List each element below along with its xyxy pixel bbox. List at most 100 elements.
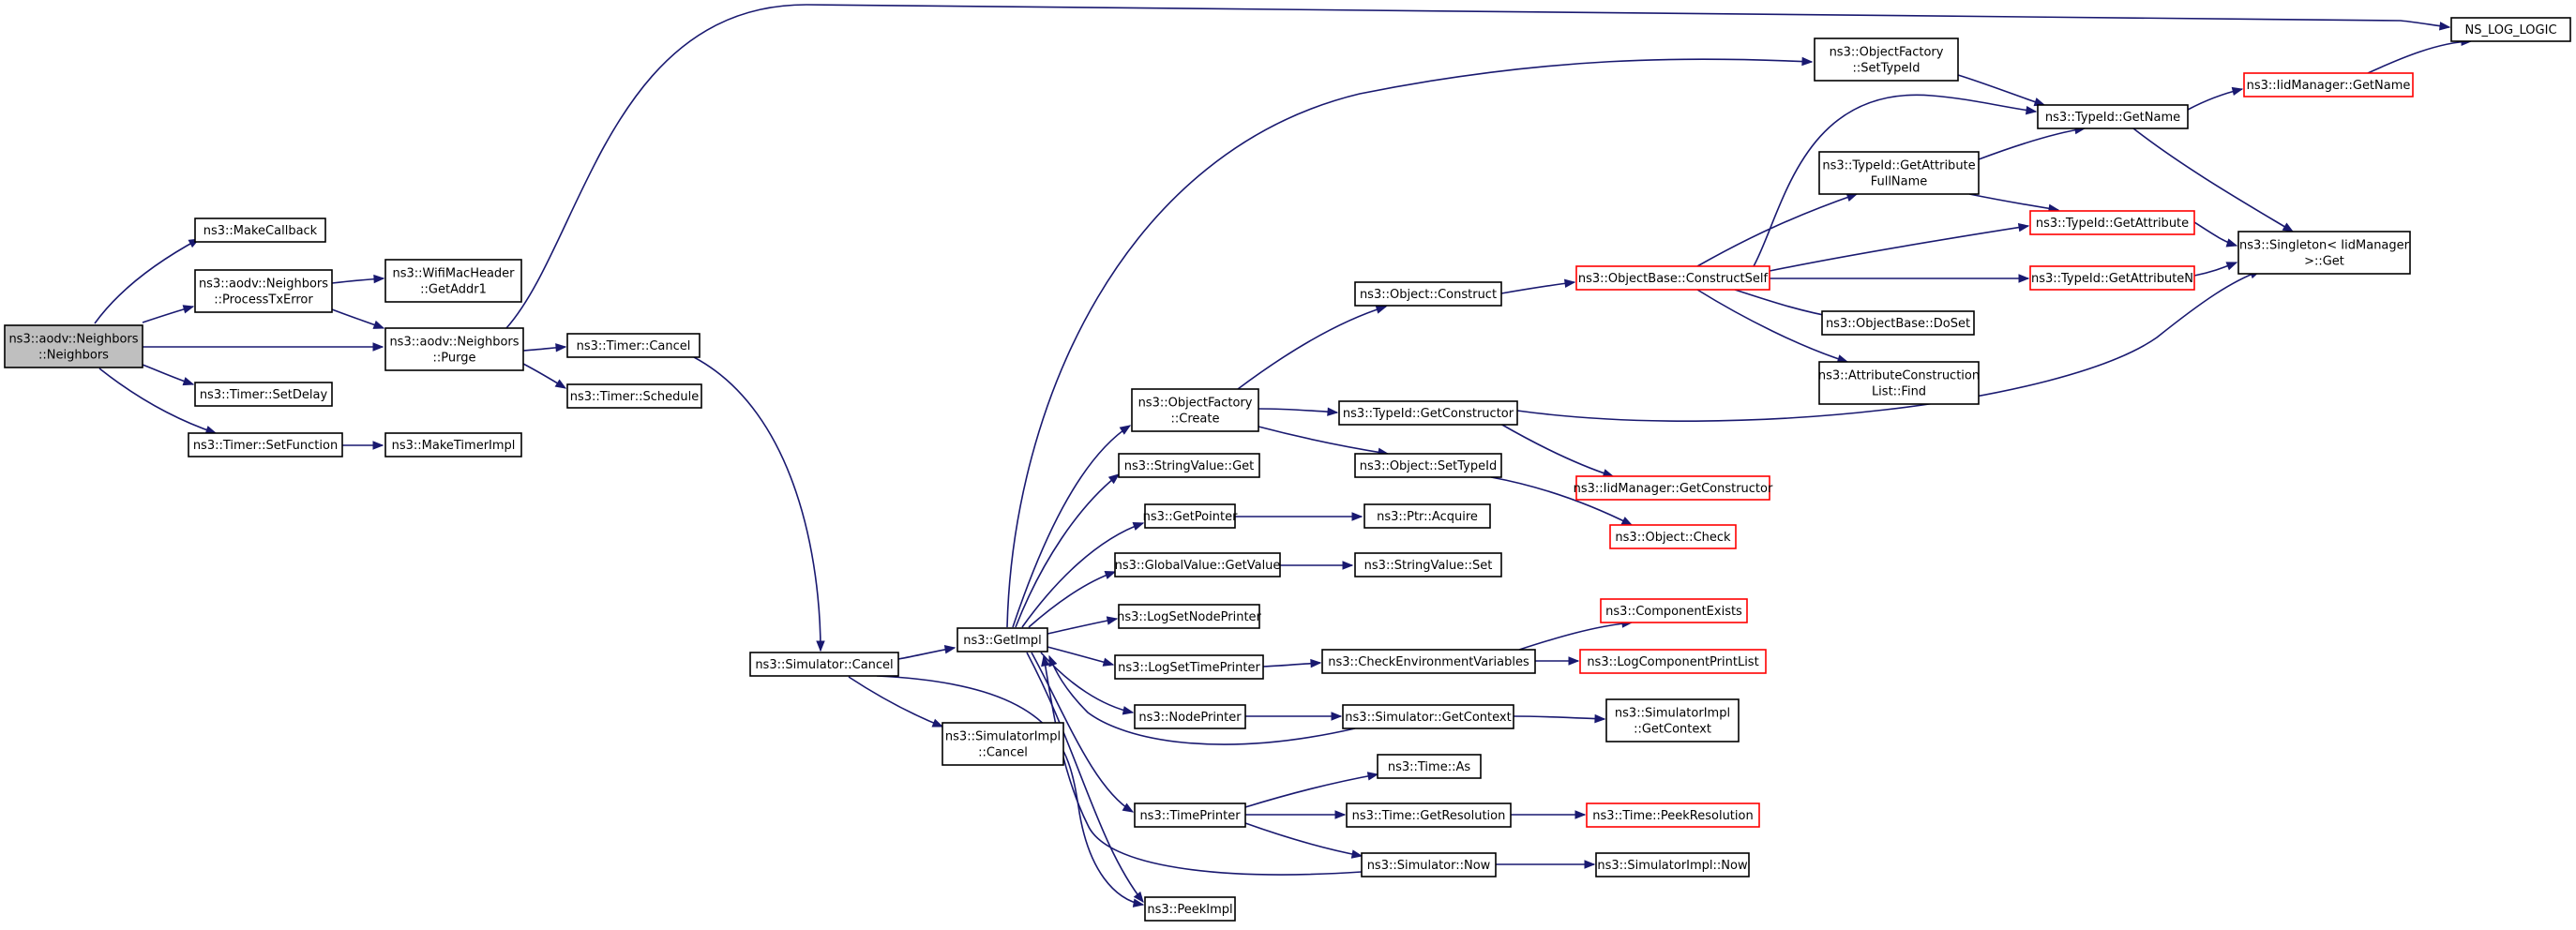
node-checkenv[interactable]: ns3::CheckEnvironmentVariables <box>1321 649 1536 674</box>
node-label: >::Get <box>2304 255 2344 269</box>
node-label: ns3::TypeId::GetAttribute <box>2036 217 2189 231</box>
edge-iidgetname-to-nslog <box>2367 37 2473 74</box>
node-label: ns3::TypeId::GetConstructor <box>1343 407 1514 421</box>
node-timeprinter[interactable]: ns3::TimePrinter <box>1134 802 1246 828</box>
edge-root-to-setdelay <box>142 364 195 386</box>
node-timerschedule[interactable]: ns3::Timer::Schedule <box>566 383 702 409</box>
edge-simgetcontext-to-simimplgetctx <box>1513 713 1606 724</box>
node-obdoset[interactable]: ns3::ObjectBase::DoSet <box>1821 310 1975 336</box>
node-logsettimeprinter[interactable]: ns3::LogSetTimePrinter <box>1114 654 1264 680</box>
edge-getpointer-to-ptracquire <box>1235 512 1363 521</box>
node-simnow[interactable]: ns3::Simulator::Now <box>1361 852 1497 878</box>
node-ofsettypeid[interactable]: ns3::ObjectFactory::SetTypeId <box>1814 38 1959 82</box>
node-processtxerror[interactable]: ns3::aodv::Neighbors::ProcessTxError <box>194 269 333 313</box>
edge-timegetres-to-timepeekres <box>1511 810 1587 819</box>
node-peekimpl[interactable]: ns3::PeekImpl <box>1144 896 1236 922</box>
node-label: ns3::GetImpl <box>963 634 1042 648</box>
node-label: ns3::SimulatorImpl <box>1615 707 1730 721</box>
node-logsetnodeprinter[interactable]: ns3::LogSetNodePrinter <box>1117 604 1262 629</box>
node-logcompprint[interactable]: ns3::LogComponentPrintList <box>1579 649 1767 674</box>
node-obconstructself[interactable]: ns3::ObjectBase::ConstructSelf <box>1575 265 1770 291</box>
node-getimpl[interactable]: ns3::GetImpl <box>957 627 1048 652</box>
node-label: ns3::aodv::Neighbors <box>8 333 138 347</box>
node-setfunction[interactable]: ns3::Timer::SetFunction <box>188 432 343 458</box>
node-tidgetctor[interactable]: ns3::TypeId::GetConstructor <box>1338 400 1518 426</box>
node-setdelay[interactable]: ns3::Timer::SetDelay <box>194 382 333 407</box>
edge-timercancel-to-simcancel <box>693 356 825 652</box>
node-ptracquire[interactable]: ns3::Ptr::Acquire <box>1363 503 1491 529</box>
node-strvalset[interactable]: ns3::StringValue::Set <box>1354 552 1502 578</box>
edge-obconstructself-to-acfind <box>1696 289 1849 364</box>
node-tidgetname[interactable]: ns3::TypeId::GetName <box>2037 104 2189 129</box>
node-label: List::Find <box>1872 385 1926 399</box>
edge-getimpl-to-logsetnodeprinter <box>1047 616 1119 635</box>
node-nslog[interactable]: NS_LOG_LOGIC <box>2450 17 2571 42</box>
edge-logsettimeprinter-to-checkenv <box>1262 658 1322 668</box>
node-label: ::Purge <box>433 352 476 366</box>
node-label: ns3::StringValue::Get <box>1124 459 1254 473</box>
node-getpointer[interactable]: ns3::GetPointer <box>1143 503 1238 529</box>
node-simcancel[interactable]: ns3::Simulator::Cancel <box>749 652 899 677</box>
node-timercancel[interactable]: ns3::Timer::Cancel <box>566 333 700 358</box>
node-label: ns3::aodv::Neighbors <box>389 336 519 350</box>
node-label: ns3::Simulator::GetContext <box>1345 711 1511 725</box>
edge-getimpl-to-peekimpl <box>1026 652 1144 904</box>
node-objsettypeid[interactable]: ns3::Object::SetTypeId <box>1354 453 1502 478</box>
edge-getimpl-to-ofcreate <box>1012 425 1132 628</box>
node-label: ns3::AttributeConstruction <box>1818 369 1980 383</box>
node-label: ns3::IidManager::GetName <box>2247 79 2411 93</box>
node-simgetcontext[interactable]: ns3::Simulator::GetContext <box>1342 704 1514 729</box>
edge-tidgetctor-to-iidgetctor <box>1499 423 1615 478</box>
edge-root-to-setfunction <box>98 368 218 435</box>
edge-purge-to-timerschedule <box>522 363 567 389</box>
edge-obconstructself-to-tidgetattr <box>1769 222 2030 272</box>
edge-getimpl-to-timeprinter <box>1031 652 1135 813</box>
node-iidgetctor[interactable]: ns3::IidManager::GetConstructor <box>1574 475 1773 501</box>
node-label: ns3::Timer::Schedule <box>570 390 699 404</box>
edge-checkenv-to-logcompprint <box>1535 656 1580 666</box>
node-simimplnow[interactable]: ns3::SimulatorImpl::Now <box>1595 852 1750 878</box>
edge-simcancel-to-simimplcancel <box>848 676 944 728</box>
node-maketimerimpl[interactable]: ns3::MakeTimerImpl <box>384 432 522 458</box>
node-simimplgetctx[interactable]: ns3::SimulatorImpl::GetContext <box>1605 698 1740 742</box>
node-label: ns3::ComponentExists <box>1605 605 1742 619</box>
edge-tidgetname-to-singletonget <box>2132 128 2295 232</box>
node-compexists[interactable]: ns3::ComponentExists <box>1600 598 1748 623</box>
node-root[interactable]: ns3::aodv::Neighbors::Neighbors <box>4 324 143 368</box>
node-label: ns3::LogSetTimePrinter <box>1118 661 1260 675</box>
node-getaddr1[interactable]: ns3::WifiMacHeader::GetAddr1 <box>384 259 522 303</box>
node-strvalget[interactable]: ns3::StringValue::Get <box>1118 453 1260 478</box>
node-simimplcancel[interactable]: ns3::SimulatorImpl::Cancel <box>942 722 1064 766</box>
edge-simcancel-to-peekimpl <box>876 675 1145 908</box>
node-nodeprinter[interactable]: ns3::NodePrinter <box>1134 704 1246 729</box>
node-objcheck[interactable]: ns3::Object::Check <box>1609 524 1737 549</box>
nodes-layer: ns3::aodv::Neighbors::Neighborsns3::Make… <box>4 17 2571 922</box>
node-label: ns3::TimePrinter <box>1139 809 1241 823</box>
edge-timeprinter-to-timeas <box>1244 772 1379 808</box>
edge-purge-to-nslog <box>505 4 2451 329</box>
edge-checkenv-to-compexists <box>1518 619 1634 651</box>
node-label: ns3::Time::As <box>1388 760 1471 774</box>
node-tidgetattr[interactable]: ns3::TypeId::GetAttribute <box>2029 210 2195 235</box>
node-singletonget[interactable]: ns3::Singleton< IidManager >::Get <box>2237 231 2411 275</box>
node-timepeekres[interactable]: ns3::Time::PeekResolution <box>1586 802 1760 828</box>
node-label: ns3::Object::Construct <box>1360 288 1497 302</box>
node-label: ns3::MakeTimerImpl <box>392 439 516 453</box>
edge-obconstructself-to-tidgetattrn <box>1770 274 2030 283</box>
node-gvgetvalue[interactable]: ns3::GlobalValue::GetValue <box>1114 552 1281 578</box>
edge-timeprinter-to-timegetres <box>1245 810 1347 819</box>
node-ofcreate[interactable]: ns3::ObjectFactory::Create <box>1131 388 1259 432</box>
node-timeas[interactable]: ns3::Time::As <box>1377 754 1482 779</box>
node-objconstruct[interactable]: ns3::Object::Construct <box>1354 281 1502 307</box>
node-purge[interactable]: ns3::aodv::Neighbors::Purge <box>384 327 524 371</box>
node-timegetres[interactable]: ns3::Time::GetResolution <box>1346 802 1512 828</box>
node-iidgetname[interactable]: ns3::IidManager::GetName <box>2243 72 2414 98</box>
node-label: FullName <box>1871 175 1928 189</box>
node-makecallback[interactable]: ns3::MakeCallback <box>194 218 326 243</box>
edges-layer <box>94 4 2473 908</box>
node-tidgetattrn[interactable]: ns3::TypeId::GetAttributeN <box>2029 265 2195 291</box>
edge-obconstructself-to-tidgetname <box>1753 94 2038 267</box>
node-label: ns3::SimulatorImpl::Now <box>1597 859 1748 873</box>
